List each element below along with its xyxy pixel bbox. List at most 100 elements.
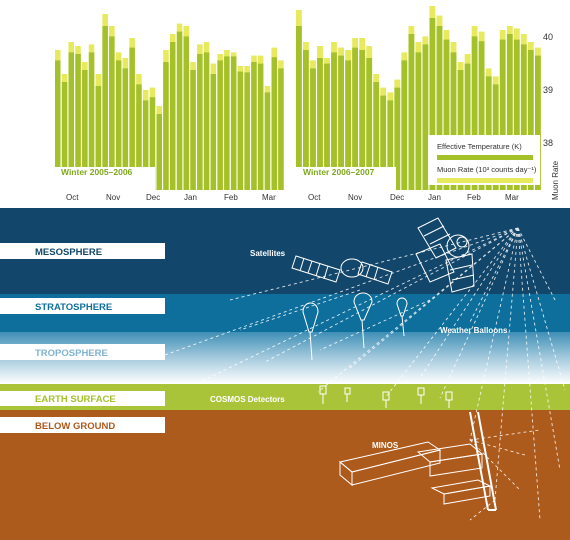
month-label: Oct (308, 193, 321, 202)
temperature-bar (217, 60, 223, 191)
temperature-bar (471, 36, 478, 191)
temperature-bar (82, 70, 88, 190)
temperature-bar (324, 63, 330, 190)
temperature-bar (296, 26, 302, 190)
cosmos-label: COSMOS Detectors (210, 395, 285, 404)
temperature-bar (278, 68, 284, 190)
below-ground-tab (0, 417, 165, 433)
temperature-bar (149, 97, 156, 190)
temperature-bar (271, 57, 277, 191)
month-label: Oct (66, 193, 79, 202)
month-label: Nov (348, 193, 362, 202)
weather-balloons-label: Weather Balloons (440, 326, 508, 335)
month-label: Dec (146, 193, 160, 202)
muon-shower-lines (164, 227, 566, 521)
troposphere-tab (0, 344, 165, 360)
legend-temperature-swatch (437, 155, 533, 160)
month-label: Mar (505, 193, 519, 202)
satellite-right (415, 217, 475, 293)
winter-label-backdrop (296, 167, 396, 190)
temperature-bar (415, 52, 422, 191)
month-label: Dec (390, 193, 404, 202)
temperature-bar (380, 95, 387, 190)
weather-balloons (302, 292, 408, 361)
month-label: Jan (428, 193, 441, 202)
temperature-bar (499, 39, 506, 190)
temperature-bar (394, 87, 401, 190)
legend-temperature-label: Effective Temperature (K) (437, 142, 522, 151)
below-ground-label: BELOW GROUND (35, 421, 115, 432)
temperature-bar (485, 76, 492, 190)
temperature-bar (230, 56, 237, 191)
temperature-bar (224, 56, 230, 191)
temperature-bar (478, 41, 485, 191)
temperature-bar (95, 86, 102, 190)
muon-temperature-chart: Winter 2005–2006 Winter 2006–2007 Effect… (55, 6, 560, 202)
temperature-bar (359, 50, 366, 190)
temperature-bar (443, 39, 450, 190)
temperature-bar (464, 63, 471, 190)
temperature-bar (506, 34, 513, 190)
temperature-bar (156, 114, 162, 190)
temperature-bar (203, 52, 210, 191)
month-label: Feb (224, 193, 238, 202)
temperature-bar (429, 18, 436, 190)
chart-legend: Effective Temperature (K) Muon Rate (10³… (428, 135, 540, 185)
temperature-bar (331, 52, 337, 191)
legend-muon-swatch (437, 178, 533, 183)
satellites-label: Satellites (250, 249, 286, 258)
temperature-bar (527, 50, 534, 190)
temperature-bar (387, 100, 394, 190)
temperature-bar (102, 26, 108, 190)
temperature-bar (190, 70, 196, 190)
layer-labels: MESOSPHERE STRATOSPHERE TROPOSPHERE EART… (0, 243, 165, 433)
temperature-bar (197, 54, 203, 190)
temperature-bar (345, 60, 351, 191)
chart-bars (55, 6, 541, 191)
stratosphere-tab (0, 298, 165, 314)
satellite-left (291, 255, 393, 285)
month-label: Nov (106, 193, 120, 202)
y-tick-40: 40 (543, 32, 553, 42)
legend-muon-label: Muon Rate (10³ counts day⁻¹) (437, 165, 537, 174)
temperature-bar (244, 72, 250, 190)
temperature-bar (61, 82, 68, 190)
temperature-bar (422, 44, 429, 191)
temperature-bar (88, 52, 95, 191)
temperature-bar (176, 31, 183, 190)
temperature-bar (317, 58, 323, 190)
temperature-bar (520, 44, 527, 191)
temperature-bar (373, 82, 380, 190)
troposphere-label: TROPOSPHERE (35, 348, 108, 359)
mesosphere-label: MESOSPHERE (35, 247, 102, 258)
temperature-bar (436, 26, 443, 190)
temperature-bar (401, 60, 408, 191)
temperature-bar (75, 54, 81, 190)
temperature-bar (129, 47, 135, 190)
temperature-bar (210, 74, 217, 190)
y-axis: 40 39 38 Muon Rate (543, 32, 560, 200)
temperature-bar (163, 62, 169, 190)
temperature-bar (535, 55, 541, 190)
temperature-bar (237, 71, 244, 190)
month-label: Mar (262, 193, 276, 202)
mesosphere-tab (0, 243, 165, 259)
temperature-bar (68, 52, 74, 191)
temperature-bar (115, 60, 122, 191)
y-axis-label: Muon Rate (551, 160, 560, 200)
temperature-bar (408, 34, 415, 190)
temperature-bar (122, 68, 129, 190)
temperature-bar (142, 100, 149, 190)
temperature-bar (303, 50, 309, 190)
temperature-bar (310, 68, 316, 190)
atmosphere-layers (0, 208, 570, 540)
temperature-bar (513, 39, 520, 190)
temperature-bar (366, 58, 373, 190)
earth-surface-label: EARTH SURFACE (35, 394, 116, 405)
temperature-bar (55, 60, 61, 191)
month-label: Feb (467, 193, 481, 202)
temperature-bar (136, 84, 142, 190)
x-axis: Oct Nov Dec Jan Feb Mar Oct Nov Dec Jan … (66, 193, 519, 202)
